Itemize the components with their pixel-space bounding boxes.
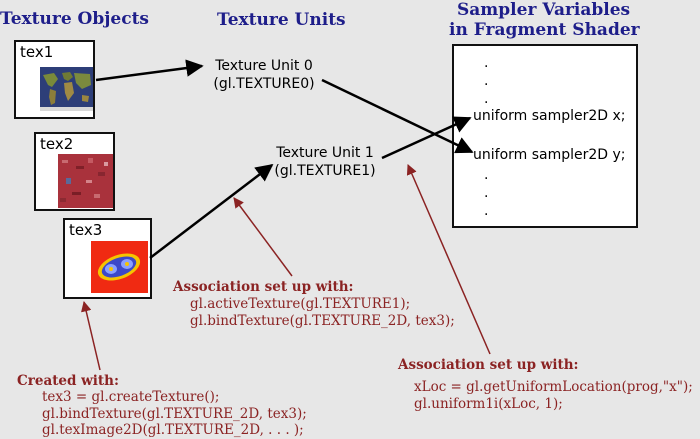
world-map-texture	[40, 67, 93, 111]
texture-objects-heading: Texture Objects	[0, 9, 149, 29]
arrow-tex3-to-unit1	[149, 163, 274, 259]
texture-box-tex1: tex1	[14, 40, 95, 119]
unit-name: Texture Unit 1	[276, 145, 374, 161]
fragment-shader-box: . . . uniform sampler2D x; uniform sampl…	[452, 44, 638, 228]
texture-unit-1: Texture Unit 1 (gl.TEXTURE1)	[264, 144, 386, 180]
created-note-title: Created with:	[17, 373, 119, 389]
sampler-heading-line1: Sampler Variables	[457, 0, 631, 20]
created-note-line: gl.texImage2D(gl.TEXTURE_2D, . . . );	[42, 422, 304, 438]
texture-box-tex2: tex2	[34, 132, 115, 211]
unit-association-line: gl.activeTexture(gl.TEXTURE1);	[190, 296, 411, 312]
ellipsis-dot: .	[484, 203, 489, 219]
texture-units-heading: Texture Units	[217, 10, 346, 30]
unit-constant: (gl.TEXTURE0)	[213, 76, 315, 92]
sampler-y-declaration: uniform sampler2D y;	[473, 147, 626, 163]
sampler-association-line: xLoc = gl.getUniformLocation(prog,"x");	[414, 379, 693, 395]
sampler-x-declaration: uniform sampler2D x;	[473, 108, 626, 124]
unit-name: Texture Unit 0	[215, 58, 313, 74]
arrow-tex1-to-unit0	[95, 59, 204, 82]
sampler-heading-line2: in Fragment Shader	[449, 20, 640, 40]
ellipsis-dot: .	[484, 91, 489, 107]
sampler-association-title: Association set up with:	[398, 357, 579, 373]
fractal-texture	[91, 241, 148, 293]
ellipsis-dot: .	[484, 185, 489, 201]
arrow-created-note	[81, 300, 101, 371]
unit-association-title: Association set up with:	[173, 279, 354, 295]
unit-association-line: gl.bindTexture(gl.TEXTURE_2D, tex3);	[190, 313, 455, 329]
texture-box-tex3: tex3	[63, 218, 152, 299]
arrow-unit0-to-sampler-y	[321, 78, 474, 154]
created-note-line: gl.bindTexture(gl.TEXTURE_2D, tex3);	[42, 406, 307, 422]
arrow-sampler-association	[406, 164, 491, 355]
texture-label: tex2	[40, 135, 74, 153]
texture-label: tex3	[69, 221, 103, 239]
ellipsis-dot: .	[484, 167, 489, 183]
arrow-unit1-to-sampler-x	[381, 116, 472, 160]
ellipsis-dot: .	[484, 55, 489, 71]
texture-label: tex1	[20, 43, 54, 61]
red-noise-texture	[58, 154, 113, 208]
texture-unit-0: Texture Unit 0 (gl.TEXTURE0)	[204, 57, 324, 93]
created-note-line: tex3 = gl.createTexture();	[42, 389, 220, 405]
unit-constant: (gl.TEXTURE1)	[274, 163, 376, 179]
arrow-unit-association	[233, 197, 293, 277]
ellipsis-dot: .	[484, 73, 489, 89]
sampler-association-line: gl.uniform1i(xLoc, 1);	[414, 396, 563, 412]
